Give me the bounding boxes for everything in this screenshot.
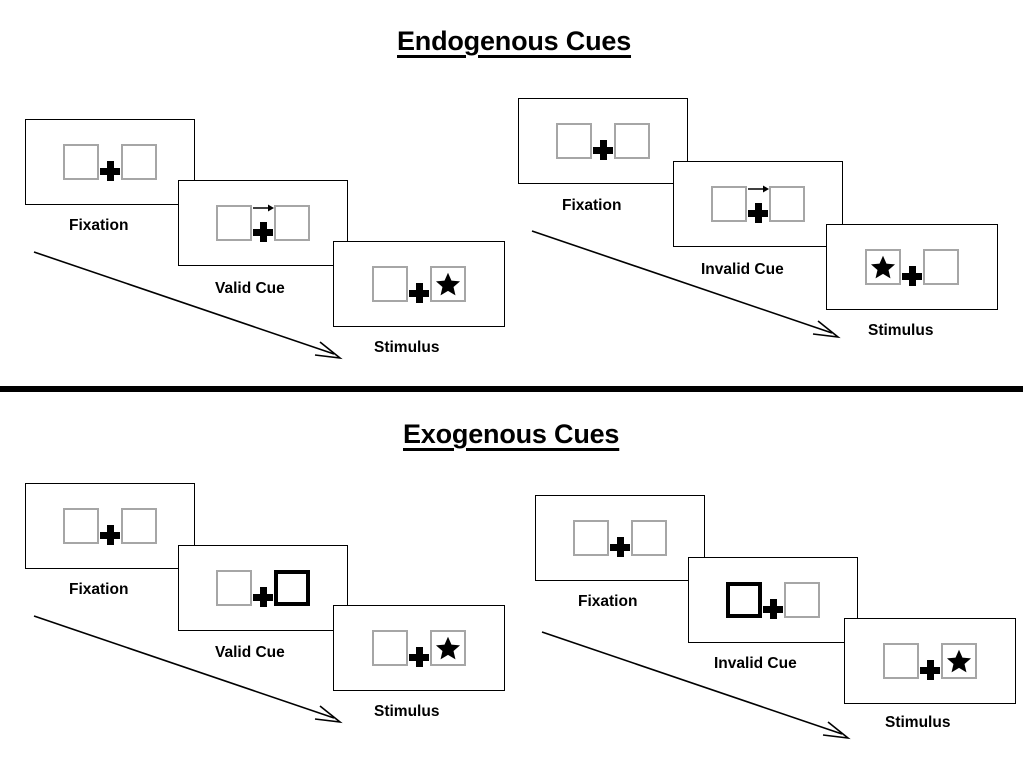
frame-exogenous-valid-cue <box>178 545 348 631</box>
center-column <box>901 247 923 287</box>
label-endogenous-invalid-cue: Invalid Cue <box>701 261 784 278</box>
label-exogenous-invalid-stimulus: Stimulus <box>885 714 951 731</box>
time-arrow-exogenous-invalid <box>541 631 851 740</box>
fixation-cross-icon <box>902 266 922 286</box>
slot-left <box>372 630 408 666</box>
slot-right-cued <box>274 570 310 606</box>
time-arrow-endogenous-valid <box>33 251 343 360</box>
fixation-cross-icon <box>100 525 120 545</box>
frame-content <box>334 606 504 690</box>
fixation-cross-icon <box>748 203 768 223</box>
time-arrow-endogenous-invalid <box>531 230 841 339</box>
label-endogenous-valid-cue: Valid Cue <box>215 280 285 297</box>
center-column <box>252 568 274 608</box>
fixation-cross-icon <box>409 647 429 667</box>
label-exogenous-invalid-cue: Invalid Cue <box>714 655 797 672</box>
slot-right <box>769 186 805 222</box>
slot-left <box>63 144 99 180</box>
frame-endogenous-valid-fixation <box>25 119 195 205</box>
fixation-cross-icon <box>610 537 630 557</box>
slot-right <box>121 144 157 180</box>
frame-content <box>334 242 504 326</box>
frame-endogenous-invalid-cue <box>673 161 843 247</box>
slot-right-target <box>430 266 466 302</box>
frame-endogenous-invalid-fixation <box>518 98 688 184</box>
slot-right-target <box>430 630 466 666</box>
slot-right <box>614 123 650 159</box>
star-icon <box>946 649 972 673</box>
fixation-cross-icon <box>920 660 940 680</box>
slot-left <box>63 508 99 544</box>
slot-right <box>923 249 959 285</box>
slot-left <box>556 123 592 159</box>
slot-left <box>711 186 747 222</box>
frame-content <box>536 496 704 580</box>
slot-left <box>216 570 252 606</box>
fixation-cross-icon <box>100 161 120 181</box>
fixation-cross-icon <box>593 140 613 160</box>
slot-left-target <box>865 249 901 285</box>
cue-arrow-right-icon <box>748 185 769 193</box>
slot-right-target <box>941 643 977 679</box>
center-column <box>99 506 121 546</box>
label-exogenous-valid-stimulus: Stimulus <box>374 703 440 720</box>
label-exogenous-invalid-fixation: Fixation <box>578 593 638 610</box>
exogenous-section-title: Exogenous Cues <box>403 419 620 449</box>
center-column <box>592 121 614 161</box>
slot-right <box>121 508 157 544</box>
frame-content <box>26 120 194 204</box>
slot-left <box>883 643 919 679</box>
frame-content <box>519 99 687 183</box>
frame-endogenous-invalid-stimulus <box>826 224 998 310</box>
frame-exogenous-invalid-stimulus <box>844 618 1016 704</box>
frame-exogenous-valid-stimulus <box>333 605 505 691</box>
slot-right <box>274 205 310 241</box>
frame-exogenous-valid-fixation <box>25 483 195 569</box>
frame-content <box>179 546 347 630</box>
label-endogenous-invalid-fixation: Fixation <box>562 197 622 214</box>
frame-content <box>674 162 842 246</box>
frame-content <box>179 181 347 265</box>
section-divider <box>0 386 1023 392</box>
center-column <box>762 580 784 620</box>
frame-exogenous-invalid-cue <box>688 557 858 643</box>
center-column <box>747 184 769 224</box>
star-icon <box>870 255 896 279</box>
label-endogenous-valid-fixation: Fixation <box>69 217 129 234</box>
label-endogenous-invalid-stimulus: Stimulus <box>868 322 934 339</box>
fixation-cross-icon <box>253 587 273 607</box>
center-column <box>252 203 274 243</box>
slot-left <box>216 205 252 241</box>
slot-right <box>784 582 820 618</box>
label-exogenous-valid-cue: Valid Cue <box>215 644 285 661</box>
frame-exogenous-invalid-fixation <box>535 495 705 581</box>
endogenous-section-title: Endogenous Cues <box>397 26 632 56</box>
fixation-cross-icon <box>409 283 429 303</box>
frame-content <box>827 225 997 309</box>
fixation-cross-icon <box>763 599 783 619</box>
star-icon <box>435 636 461 660</box>
slot-left <box>573 520 609 556</box>
frame-content <box>845 619 1015 703</box>
slot-right <box>631 520 667 556</box>
frame-content <box>26 484 194 568</box>
label-exogenous-valid-fixation: Fixation <box>69 581 129 598</box>
fixation-cross-icon <box>253 222 273 242</box>
slot-left-cued <box>726 582 762 618</box>
slot-left <box>372 266 408 302</box>
cue-arrow-right-icon <box>253 204 274 212</box>
frame-endogenous-valid-stimulus <box>333 241 505 327</box>
frame-endogenous-valid-cue <box>178 180 348 266</box>
center-column <box>609 518 631 558</box>
frame-content <box>689 558 857 642</box>
center-column <box>408 628 430 668</box>
star-icon <box>435 272 461 296</box>
center-column <box>919 641 941 681</box>
time-arrow-exogenous-valid <box>33 615 343 724</box>
center-column <box>408 264 430 304</box>
label-endogenous-valid-stimulus: Stimulus <box>374 339 440 356</box>
center-column <box>99 142 121 182</box>
